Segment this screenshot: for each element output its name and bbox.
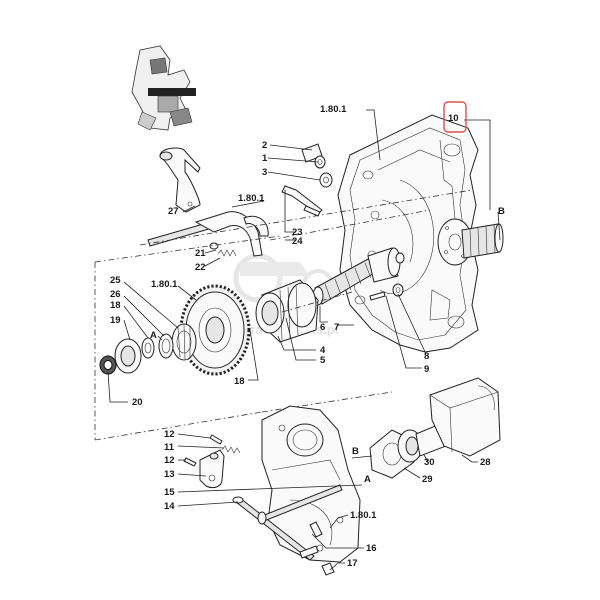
gear-cluster-4-5: [255, 279, 319, 343]
label-4: 4: [320, 345, 326, 356]
label-3: 3: [262, 167, 267, 178]
bolt-2-washers: [301, 143, 333, 188]
label-1801-mid: 1.80.1: [238, 193, 265, 204]
part-labels: 1.80.1 10 B 2 1 3 1.80.1 27 23 24 21 22 …: [110, 104, 505, 569]
label-18a: 18: [110, 300, 121, 311]
transmission-housing: [337, 114, 479, 353]
label-23: 23: [292, 227, 303, 238]
label-12a: 12: [164, 429, 175, 440]
label-8: 8: [424, 351, 429, 362]
label-5: 5: [320, 355, 326, 366]
bearing-stack: [99, 323, 197, 375]
label-29: 29: [422, 474, 433, 485]
linkage-parts: [183, 434, 241, 489]
spring-21-22: [209, 242, 237, 257]
shift-lever-27: [159, 147, 201, 213]
label-b-top: B: [498, 206, 505, 217]
label-b-bottom: B: [352, 446, 359, 457]
highlight-box: [443, 101, 467, 133]
flange-shaft-10: [437, 218, 504, 266]
label-a-left: A: [150, 330, 157, 341]
label-a-bottom: A: [364, 474, 371, 485]
label-25: 25: [110, 275, 121, 286]
lower-cover-plate: [261, 405, 361, 563]
label-21: 21: [195, 248, 206, 259]
rods-14-15: [232, 484, 343, 561]
label-26: 26: [110, 289, 121, 300]
leader-lines: [107, 109, 501, 571]
label-28: 28: [480, 457, 491, 468]
label-13: 13: [164, 469, 175, 480]
label-24: 24: [292, 236, 303, 247]
highlight-marker-10: [443, 101, 467, 133]
label-1: 1: [262, 153, 268, 164]
bracket-16: [309, 521, 335, 576]
label-11: 11: [164, 442, 175, 453]
label-18b: 18: [234, 376, 245, 387]
label-16: 16: [366, 543, 377, 554]
label-12b: 12: [164, 455, 175, 466]
assembly-boundary-lines: [94, 189, 473, 441]
label-22: 22: [195, 262, 206, 273]
label-1801-bottom: 1.80.1: [350, 510, 377, 521]
pto-housing-assembly: [369, 377, 501, 479]
pin-23-24: [281, 185, 323, 217]
label-17: 17: [347, 558, 358, 569]
label-14: 14: [164, 501, 175, 512]
label-9: 9: [424, 364, 429, 375]
label-19: 19: [110, 315, 121, 326]
label-30: 30: [424, 457, 435, 468]
label-20: 20: [132, 397, 143, 408]
label-6: 6: [320, 322, 325, 333]
washer-8-9: [369, 283, 404, 301]
label-7: 7: [334, 322, 339, 333]
label-2: 2: [262, 140, 267, 151]
label-1801-gear: 1.80.1: [151, 279, 178, 290]
locator-thumbnail: [128, 45, 200, 135]
label-27: 27: [168, 206, 179, 217]
label-15: 15: [164, 487, 175, 498]
label-10: 10: [448, 113, 459, 124]
label-1801-top: 1.80.1: [320, 104, 347, 115]
